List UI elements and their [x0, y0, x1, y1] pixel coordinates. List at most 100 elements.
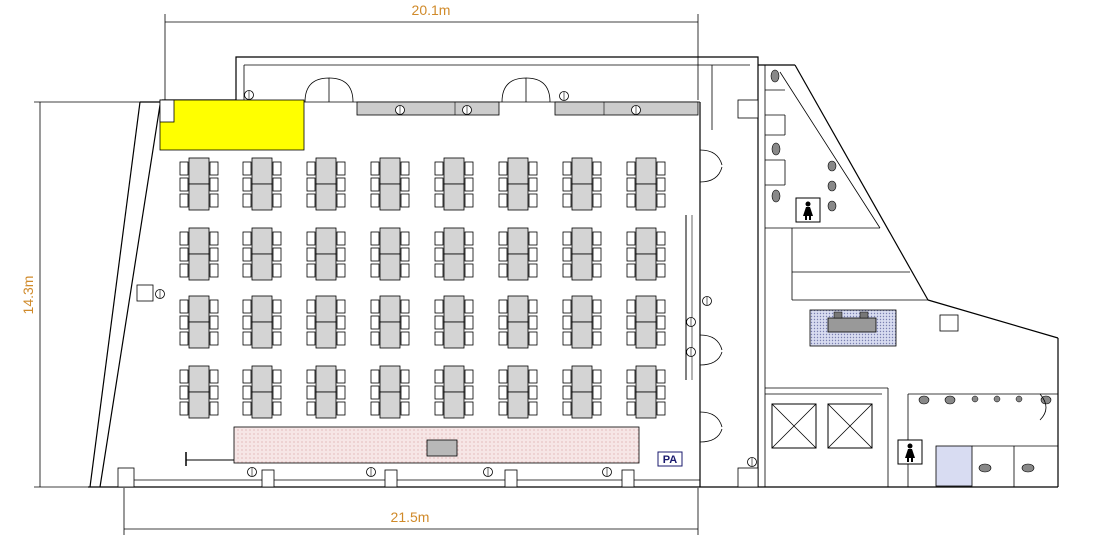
chair — [179, 263, 189, 278]
chair — [434, 369, 444, 384]
chair — [498, 231, 508, 246]
chair — [528, 315, 538, 330]
seating-group — [179, 157, 219, 211]
table — [443, 253, 465, 281]
chair — [179, 161, 189, 176]
table — [443, 391, 465, 419]
chair — [434, 231, 444, 246]
chair — [272, 385, 282, 400]
chair — [464, 299, 474, 314]
chair — [656, 315, 666, 330]
table — [251, 295, 273, 323]
chair — [592, 247, 602, 262]
chair — [306, 385, 316, 400]
chair — [370, 369, 380, 384]
chair — [179, 401, 189, 416]
chair — [498, 299, 508, 314]
seating-group — [562, 295, 602, 349]
chair — [562, 247, 572, 262]
chair — [464, 231, 474, 246]
chair — [434, 177, 444, 192]
seating-group — [562, 365, 602, 419]
chair — [242, 315, 252, 330]
seating-group — [242, 365, 282, 419]
table — [507, 253, 529, 281]
top-cabinets — [356, 101, 699, 116]
table — [635, 157, 657, 185]
seating-group — [179, 295, 219, 349]
table — [188, 157, 210, 185]
chair — [464, 161, 474, 176]
chair — [209, 315, 219, 330]
chair — [626, 401, 636, 416]
chair — [306, 177, 316, 192]
table — [443, 227, 465, 255]
annex-walls — [700, 64, 1059, 488]
table — [443, 365, 465, 393]
chair — [336, 177, 346, 192]
table — [443, 295, 465, 323]
chair — [370, 247, 380, 262]
chair — [272, 193, 282, 208]
chair — [400, 231, 410, 246]
chair — [272, 177, 282, 192]
chair — [656, 299, 666, 314]
seating-group — [434, 157, 474, 211]
chair — [562, 315, 572, 330]
chair — [498, 401, 508, 416]
table — [443, 157, 465, 185]
bottom-pillars — [117, 467, 635, 488]
chair — [179, 231, 189, 246]
chair — [306, 161, 316, 176]
chair — [209, 177, 219, 192]
seating-group — [370, 365, 410, 419]
chair — [306, 331, 316, 346]
chair — [400, 385, 410, 400]
seating-group — [498, 295, 538, 349]
chair — [272, 247, 282, 262]
chair — [242, 177, 252, 192]
chair — [242, 331, 252, 346]
chair — [498, 161, 508, 176]
chair — [272, 231, 282, 246]
seating-group — [626, 227, 666, 281]
table — [507, 227, 529, 255]
seating-group — [498, 365, 538, 419]
seating-group — [370, 157, 410, 211]
chair — [498, 247, 508, 262]
table — [251, 183, 273, 211]
seating-group — [370, 295, 410, 349]
chair — [370, 161, 380, 176]
chair — [179, 385, 189, 400]
chair — [336, 299, 346, 314]
stage — [185, 426, 640, 466]
table — [635, 183, 657, 211]
chair — [209, 193, 219, 208]
table — [507, 365, 529, 393]
chair — [656, 161, 666, 176]
highlight-area — [159, 99, 305, 151]
chair — [400, 161, 410, 176]
chair — [272, 263, 282, 278]
chair — [209, 247, 219, 262]
table — [507, 183, 529, 211]
top-doors[interactable] — [304, 77, 551, 103]
chair — [626, 231, 636, 246]
chair — [656, 247, 666, 262]
chair — [336, 231, 346, 246]
seating-area — [179, 157, 666, 419]
chair — [209, 161, 219, 176]
chair — [528, 231, 538, 246]
seating-group — [306, 227, 346, 281]
chair — [528, 263, 538, 278]
lower-restroom — [918, 393, 1058, 487]
table — [188, 295, 210, 323]
chair — [626, 177, 636, 192]
table — [315, 391, 337, 419]
table — [315, 295, 337, 323]
table — [379, 183, 401, 211]
pa-label: PA — [663, 454, 678, 466]
seating-group — [242, 157, 282, 211]
chair — [626, 247, 636, 262]
right-doors[interactable] — [699, 149, 723, 443]
